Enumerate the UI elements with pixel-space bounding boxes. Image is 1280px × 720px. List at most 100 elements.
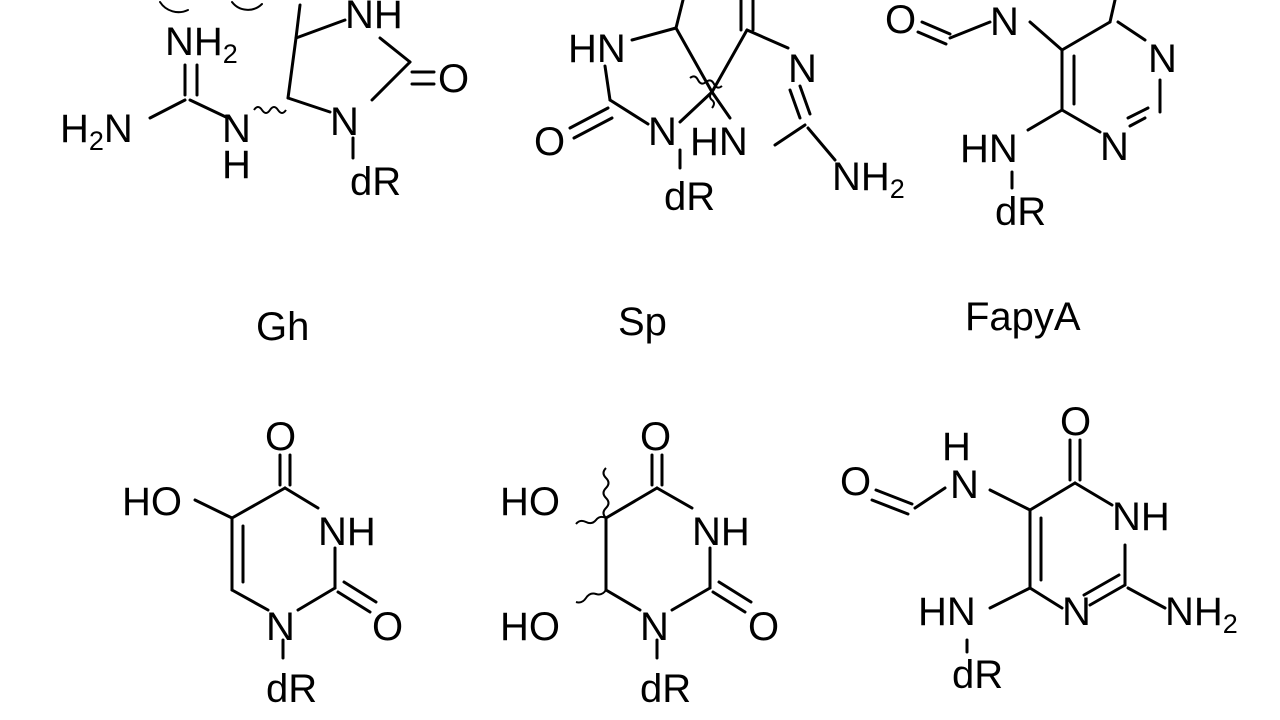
atom-ho-lower: HO <box>500 605 560 649</box>
n-ring-bond <box>1028 20 1064 52</box>
c-nh2-bond <box>806 126 837 162</box>
structure-gh: NH NH2 H2N N H O N dR <box>60 0 469 204</box>
atom-nh2: NH2 <box>1165 590 1238 639</box>
charge-circle-fragment <box>159 1 189 14</box>
c-nh2-bond <box>148 98 187 120</box>
atom-dr: dR <box>952 653 1003 697</box>
atom-nh: NH <box>318 510 376 554</box>
co-double-b <box>572 116 614 140</box>
atom-n-ring-2: N <box>1100 125 1129 169</box>
ring-bond-top <box>1108 0 1117 24</box>
ring-bond-f <box>1060 108 1102 134</box>
c-nh-bond <box>1026 108 1064 132</box>
ring-bond-5 <box>286 96 332 114</box>
atom-nh2: NH2 <box>165 20 238 69</box>
atom-hn: HN <box>918 590 976 634</box>
ring-bond-e-inner <box>1126 106 1150 120</box>
formyl-cn-bond <box>913 486 947 510</box>
atom-hn: HN <box>960 127 1018 171</box>
ring-bond-2 <box>294 18 347 40</box>
atom-o-right: O <box>372 605 403 649</box>
atom-hn: HN <box>568 27 626 71</box>
atom-nh: NH <box>692 510 750 554</box>
c6-c5-bond <box>1028 481 1077 512</box>
ring-bond-1 <box>286 36 298 100</box>
carbonyl-bond-left <box>674 0 685 30</box>
c4-n3-bond <box>655 486 694 510</box>
ring-bond-e <box>1128 116 1147 128</box>
n3-c2-bond-a <box>1088 583 1127 607</box>
ring-bond-c <box>710 28 749 94</box>
structure-5-hydroxy-uracil: O HO NH N O dR <box>122 415 403 711</box>
atom-dr: dR <box>664 175 715 219</box>
c2-nh2-bond <box>1126 586 1167 610</box>
c2-o-bond-a <box>336 590 372 614</box>
atom-o-top: O <box>640 415 671 459</box>
atom-h: H <box>222 143 251 187</box>
carbonyl-bond <box>294 3 302 40</box>
atom-o-right: O <box>748 605 779 649</box>
atom-n: N <box>648 110 677 154</box>
atom-nh2: NH2 <box>832 155 905 204</box>
formyl-co-a <box>874 488 914 506</box>
structure-thymine-glycol: O HO NH HO N O dR <box>500 415 779 711</box>
atom-o-top: O <box>1060 400 1091 444</box>
ring-bond-c <box>1116 20 1147 42</box>
atom-n: N <box>640 605 669 649</box>
atom-dr: dR <box>266 667 317 711</box>
ring-bond-f <box>608 98 650 126</box>
n1-c2-bond <box>296 586 337 612</box>
atom-n-ring-1: N <box>1148 37 1177 81</box>
atom-dr: dR <box>995 190 1046 234</box>
n1-c2-bond <box>670 586 712 612</box>
atom-ho-upper: HO <box>500 480 560 524</box>
atom-n-formamido: N <box>950 463 979 507</box>
c-nh-bond <box>188 98 230 120</box>
atom-n: N <box>990 0 1019 44</box>
label-fapya: FapyA <box>965 295 1081 339</box>
atom-o-formyl: O <box>840 460 871 504</box>
c4-n3-bond <box>283 486 320 510</box>
c5-nh-bond <box>988 488 1032 512</box>
ring-bond-e <box>603 64 612 102</box>
structure-fapya: O N N N HN dR <box>885 0 1177 234</box>
atom-h: H <box>942 425 971 469</box>
c6-n1-bond <box>1073 481 1114 507</box>
label-gh: Gh <box>256 305 309 349</box>
formyl-co-a <box>920 20 952 36</box>
spiro-wavy-bond <box>689 75 723 89</box>
atom-o-top: O <box>265 415 296 459</box>
n3-c2-bond-b <box>1082 573 1121 597</box>
atom-ho: HO <box>122 480 182 524</box>
cn-double-b <box>798 84 812 116</box>
atom-nh: NH <box>1112 495 1170 539</box>
stereo-wavy-bond <box>253 106 287 114</box>
c6-n1-bond <box>604 588 642 612</box>
atom-n-right: N <box>788 47 817 91</box>
formyl-co-b <box>870 498 910 516</box>
ring-bond-3 <box>378 36 412 64</box>
atom-o: O <box>534 120 565 164</box>
atom-hn-lower: HN <box>690 120 748 164</box>
ring-bond-d <box>745 28 790 50</box>
formyl-cn-bond <box>948 20 992 40</box>
ring-bond-i <box>773 123 807 147</box>
atom-o: O <box>885 0 916 42</box>
ring-bond-b <box>1060 20 1112 52</box>
atom-ring-n: N <box>330 100 359 144</box>
c2-o-bond-b <box>717 580 753 604</box>
atom-nh: NH <box>345 0 403 37</box>
atom-dr: dR <box>350 160 401 204</box>
co-double-a <box>568 106 610 130</box>
c4-c5-bond <box>230 486 287 520</box>
c4-c5-bond <box>604 486 659 520</box>
c5-oh-wavy-bond <box>575 515 607 525</box>
c4-nh-bond <box>988 586 1032 610</box>
c2-o-bond-b <box>342 580 378 604</box>
ring-bond-g <box>678 90 714 124</box>
structure-sp: HN N O N HN NH2 dR <box>534 0 905 219</box>
cn-double-a <box>788 88 802 120</box>
ring-bond-4 <box>370 60 412 102</box>
c6-oh-wavy-bond <box>575 589 607 604</box>
atom-n: N <box>222 107 251 151</box>
